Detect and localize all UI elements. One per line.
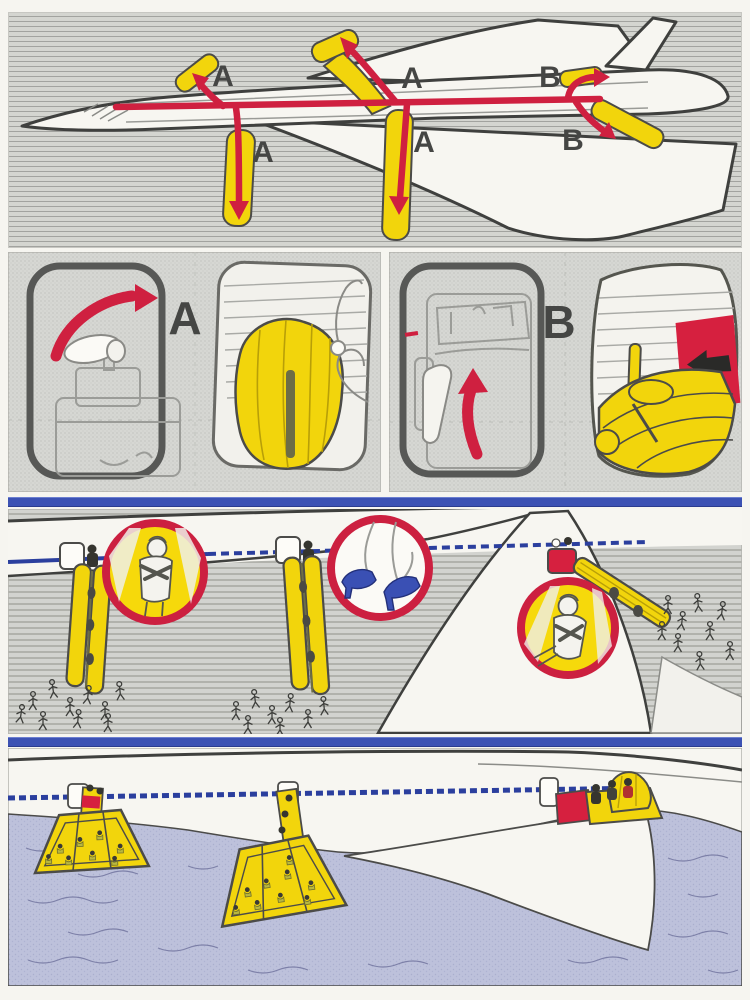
window-texture	[596, 291, 736, 395]
arrow-upper-mid-icon	[340, 37, 358, 59]
cockpit-hatching	[83, 103, 129, 122]
arrow-upper-rear-icon	[594, 68, 610, 87]
slide-raft-mid	[220, 787, 349, 929]
slide-container-art	[55, 355, 181, 477]
slide-forward-deployed	[59, 542, 112, 695]
door-b-label: B	[542, 296, 575, 348]
door-b-handle-step	[399, 262, 545, 478]
exit-label-a-upper-mid: A	[401, 62, 423, 95]
lift-handle-arrowhead-icon	[458, 368, 488, 394]
route-branch-upper-forward	[197, 81, 227, 110]
arrow-lower-rear-icon	[599, 122, 616, 139]
far-wing-surface	[650, 655, 742, 734]
arrow-upper-forward-icon	[192, 73, 209, 91]
separator-band-top	[8, 497, 742, 507]
panel-door-operation-a: A	[8, 252, 381, 492]
door-b-diagram: B	[389, 252, 742, 492]
fuselage-top-edge	[8, 509, 492, 523]
door-handle	[422, 364, 453, 444]
door-handle	[63, 334, 126, 364]
cheatline-dashed	[207, 540, 649, 556]
fold-lines	[389, 252, 742, 492]
evacuation-routes	[112, 48, 608, 208]
door-a-slide-deploy-step	[211, 260, 373, 472]
door-a-handle-step	[26, 262, 181, 480]
panel-water-evacuation	[8, 748, 742, 986]
inflation-handle-arm-art	[330, 279, 369, 403]
slide-upper-mid-end	[310, 28, 360, 64]
route-branch-upper-rear	[564, 73, 600, 102]
slide-evacuation-diagram	[8, 509, 742, 734]
slide-pleats	[256, 319, 331, 469]
route-branch-upper-mid	[349, 48, 400, 106]
route-branch-lower-mid	[396, 100, 411, 202]
door-frame	[399, 262, 545, 478]
inset-jump-arms-crossed	[102, 519, 208, 625]
exit-label-a-lower-mid: A	[413, 126, 435, 159]
route-arrowheads	[192, 37, 616, 220]
slide-lower-mid	[381, 108, 414, 242]
route-trunk-line	[112, 95, 604, 111]
rotate-handle-arrowhead-icon	[135, 284, 158, 312]
fuselage-top-edge	[8, 749, 742, 772]
rear-door-red	[547, 548, 577, 574]
slide-mid-deployed	[275, 536, 331, 696]
route-branch-lower-rear	[572, 98, 608, 135]
lift-handle-arrow	[462, 384, 483, 460]
separator-band-bottom	[8, 737, 742, 747]
exit-label-b-lower-rear: B	[562, 124, 584, 157]
slide-lower-rear	[590, 99, 665, 150]
exit-label-a-lower-forward: A	[252, 136, 274, 169]
slide-raft-forward	[33, 784, 151, 875]
red-mark	[404, 331, 419, 337]
tail-fin	[604, 16, 678, 72]
arrow-lower-mid-icon	[389, 196, 409, 215]
water-evacuation-diagram	[8, 748, 742, 986]
panel-evacuation-overview: A A B A A B	[8, 12, 742, 248]
door-b-slide-ready-step	[590, 263, 741, 478]
arrow-lower-forward-icon	[229, 201, 249, 220]
slide-slit	[286, 370, 295, 458]
rotate-handle-arrow	[50, 290, 138, 362]
door-a-label: A	[168, 292, 201, 344]
inset-remove-high-heels	[327, 515, 433, 621]
wing-leading-edge	[477, 763, 742, 783]
high-heel-shoes	[341, 568, 421, 611]
slide-raft-rear	[539, 771, 664, 826]
exit-label-a-upper-forward: A	[212, 60, 234, 93]
slide-rear-over-wing	[547, 537, 672, 641]
exit-label-b-upper-rear: B	[539, 61, 561, 94]
panel-slide-evacuation	[8, 509, 742, 734]
door-a-diagram: A	[8, 252, 381, 492]
floating-wing	[343, 811, 656, 952]
route-branch-lower-forward	[232, 104, 243, 208]
inflated-slide	[594, 343, 737, 476]
inset-sit-position	[517, 577, 619, 679]
wing-lower	[251, 118, 738, 242]
open-door	[59, 542, 85, 570]
aircraft-top-view-diagram: A A B A A B	[8, 12, 742, 248]
open-door-rear	[539, 777, 559, 807]
panel-door-operation-b: B	[389, 252, 742, 492]
